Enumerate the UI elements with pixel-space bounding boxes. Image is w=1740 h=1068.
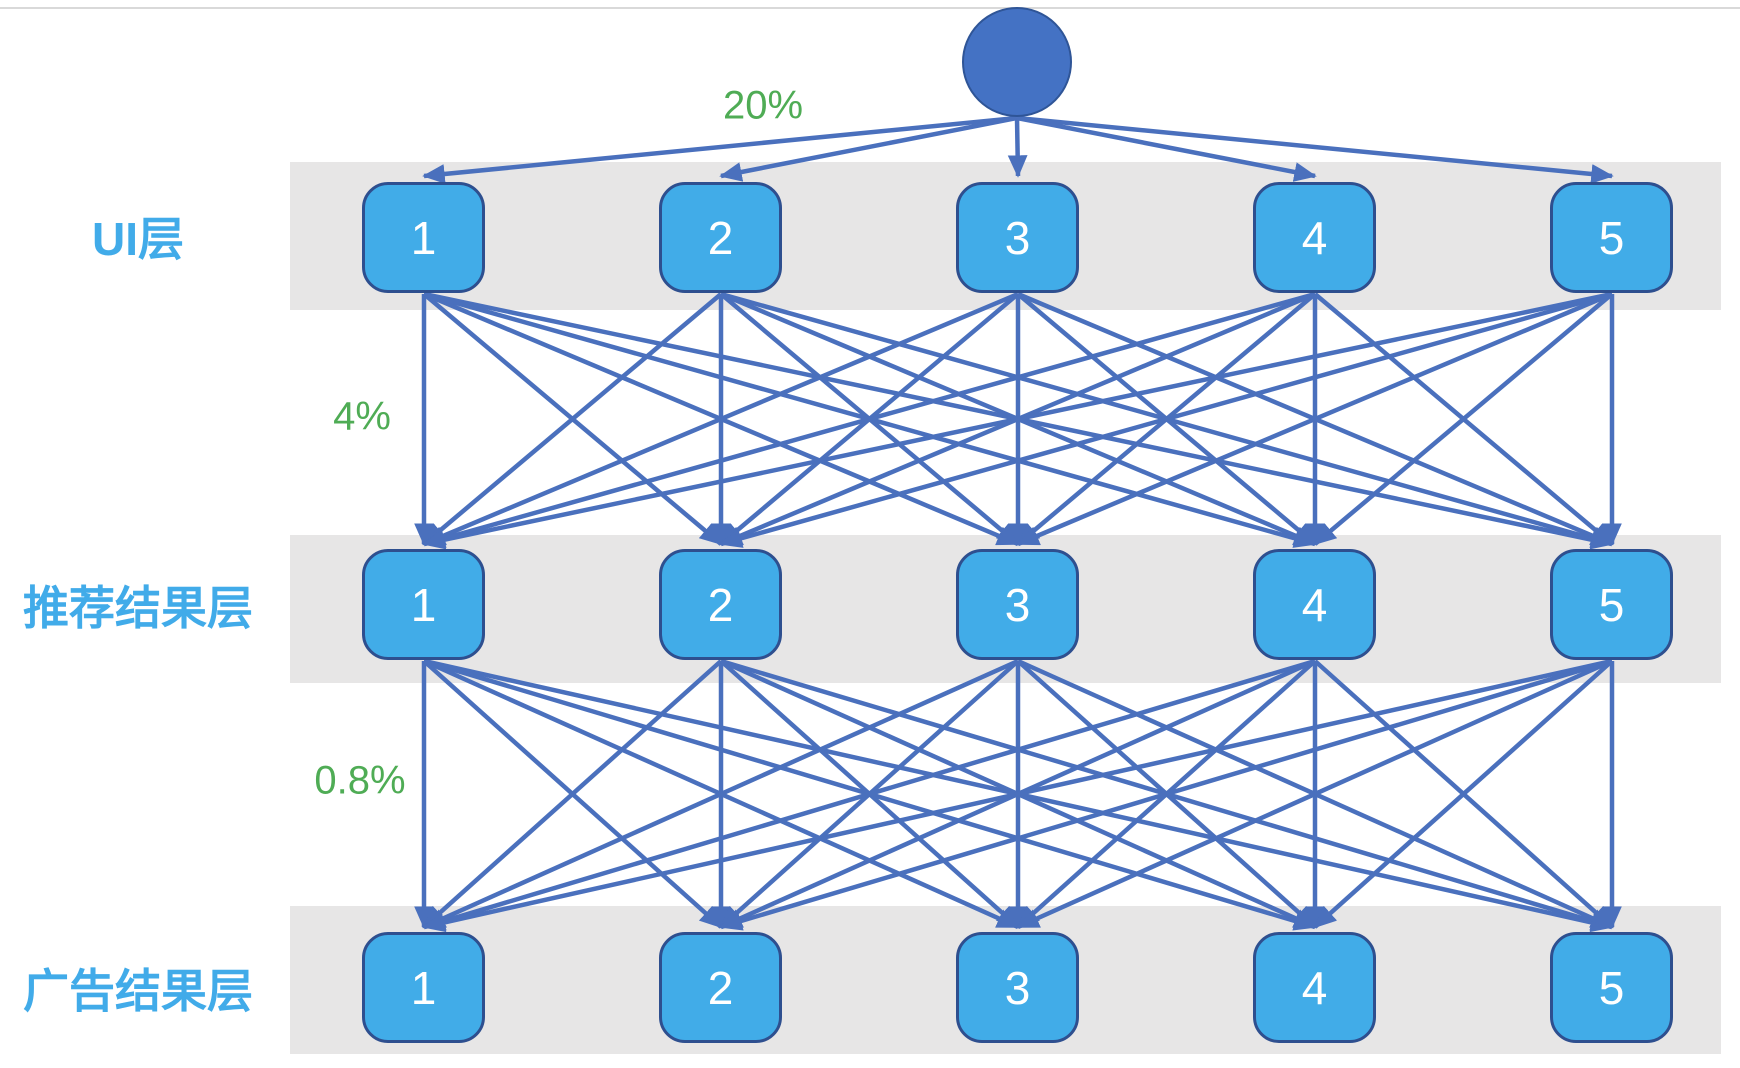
label-recommend-layer: 推荐结果层 bbox=[23, 582, 253, 634]
node-ad-4: 4 bbox=[1253, 932, 1376, 1043]
node-ui-1: 1 bbox=[362, 182, 485, 293]
node-ui-5: 5 bbox=[1550, 182, 1673, 293]
rate-label-ui-to-recommend: 4% bbox=[333, 394, 391, 439]
top-divider bbox=[0, 7, 1740, 9]
node-label: 3 bbox=[1004, 961, 1031, 1014]
node-label: 4 bbox=[1301, 578, 1328, 631]
node-ad-3: 3 bbox=[956, 932, 1079, 1043]
node-recommend-5: 5 bbox=[1550, 549, 1673, 660]
label-ad-layer: 广告结果层 bbox=[23, 965, 253, 1017]
node-label: 1 bbox=[410, 961, 437, 1014]
label-ui-layer: UI层 bbox=[92, 213, 184, 265]
node-recommend-4: 4 bbox=[1253, 549, 1376, 660]
node-label: 5 bbox=[1598, 961, 1625, 1014]
node-ui-2: 2 bbox=[659, 182, 782, 293]
node-ui-4: 4 bbox=[1253, 182, 1376, 293]
node-ui-3: 3 bbox=[956, 182, 1079, 293]
node-label: 4 bbox=[1301, 211, 1328, 264]
node-label: 5 bbox=[1598, 211, 1625, 264]
node-recommend-3: 3 bbox=[956, 549, 1079, 660]
rate-label-recommend-to-ad: 0.8% bbox=[314, 758, 406, 803]
node-label: 2 bbox=[707, 578, 734, 631]
node-label: 2 bbox=[707, 961, 734, 1014]
rate-label-root-to-ui: 20% bbox=[722, 83, 804, 128]
node-recommend-2: 2 bbox=[659, 549, 782, 660]
root-node bbox=[962, 7, 1072, 117]
node-recommend-1: 1 bbox=[362, 549, 485, 660]
node-label: 4 bbox=[1301, 961, 1328, 1014]
node-label: 1 bbox=[410, 578, 437, 631]
node-ad-2: 2 bbox=[659, 932, 782, 1043]
node-label: 5 bbox=[1598, 578, 1625, 631]
node-label: 3 bbox=[1004, 578, 1031, 631]
node-label: 3 bbox=[1004, 211, 1031, 264]
node-label: 1 bbox=[410, 211, 437, 264]
node-label: 2 bbox=[707, 211, 734, 264]
node-ad-1: 1 bbox=[362, 932, 485, 1043]
node-ad-5: 5 bbox=[1550, 932, 1673, 1043]
